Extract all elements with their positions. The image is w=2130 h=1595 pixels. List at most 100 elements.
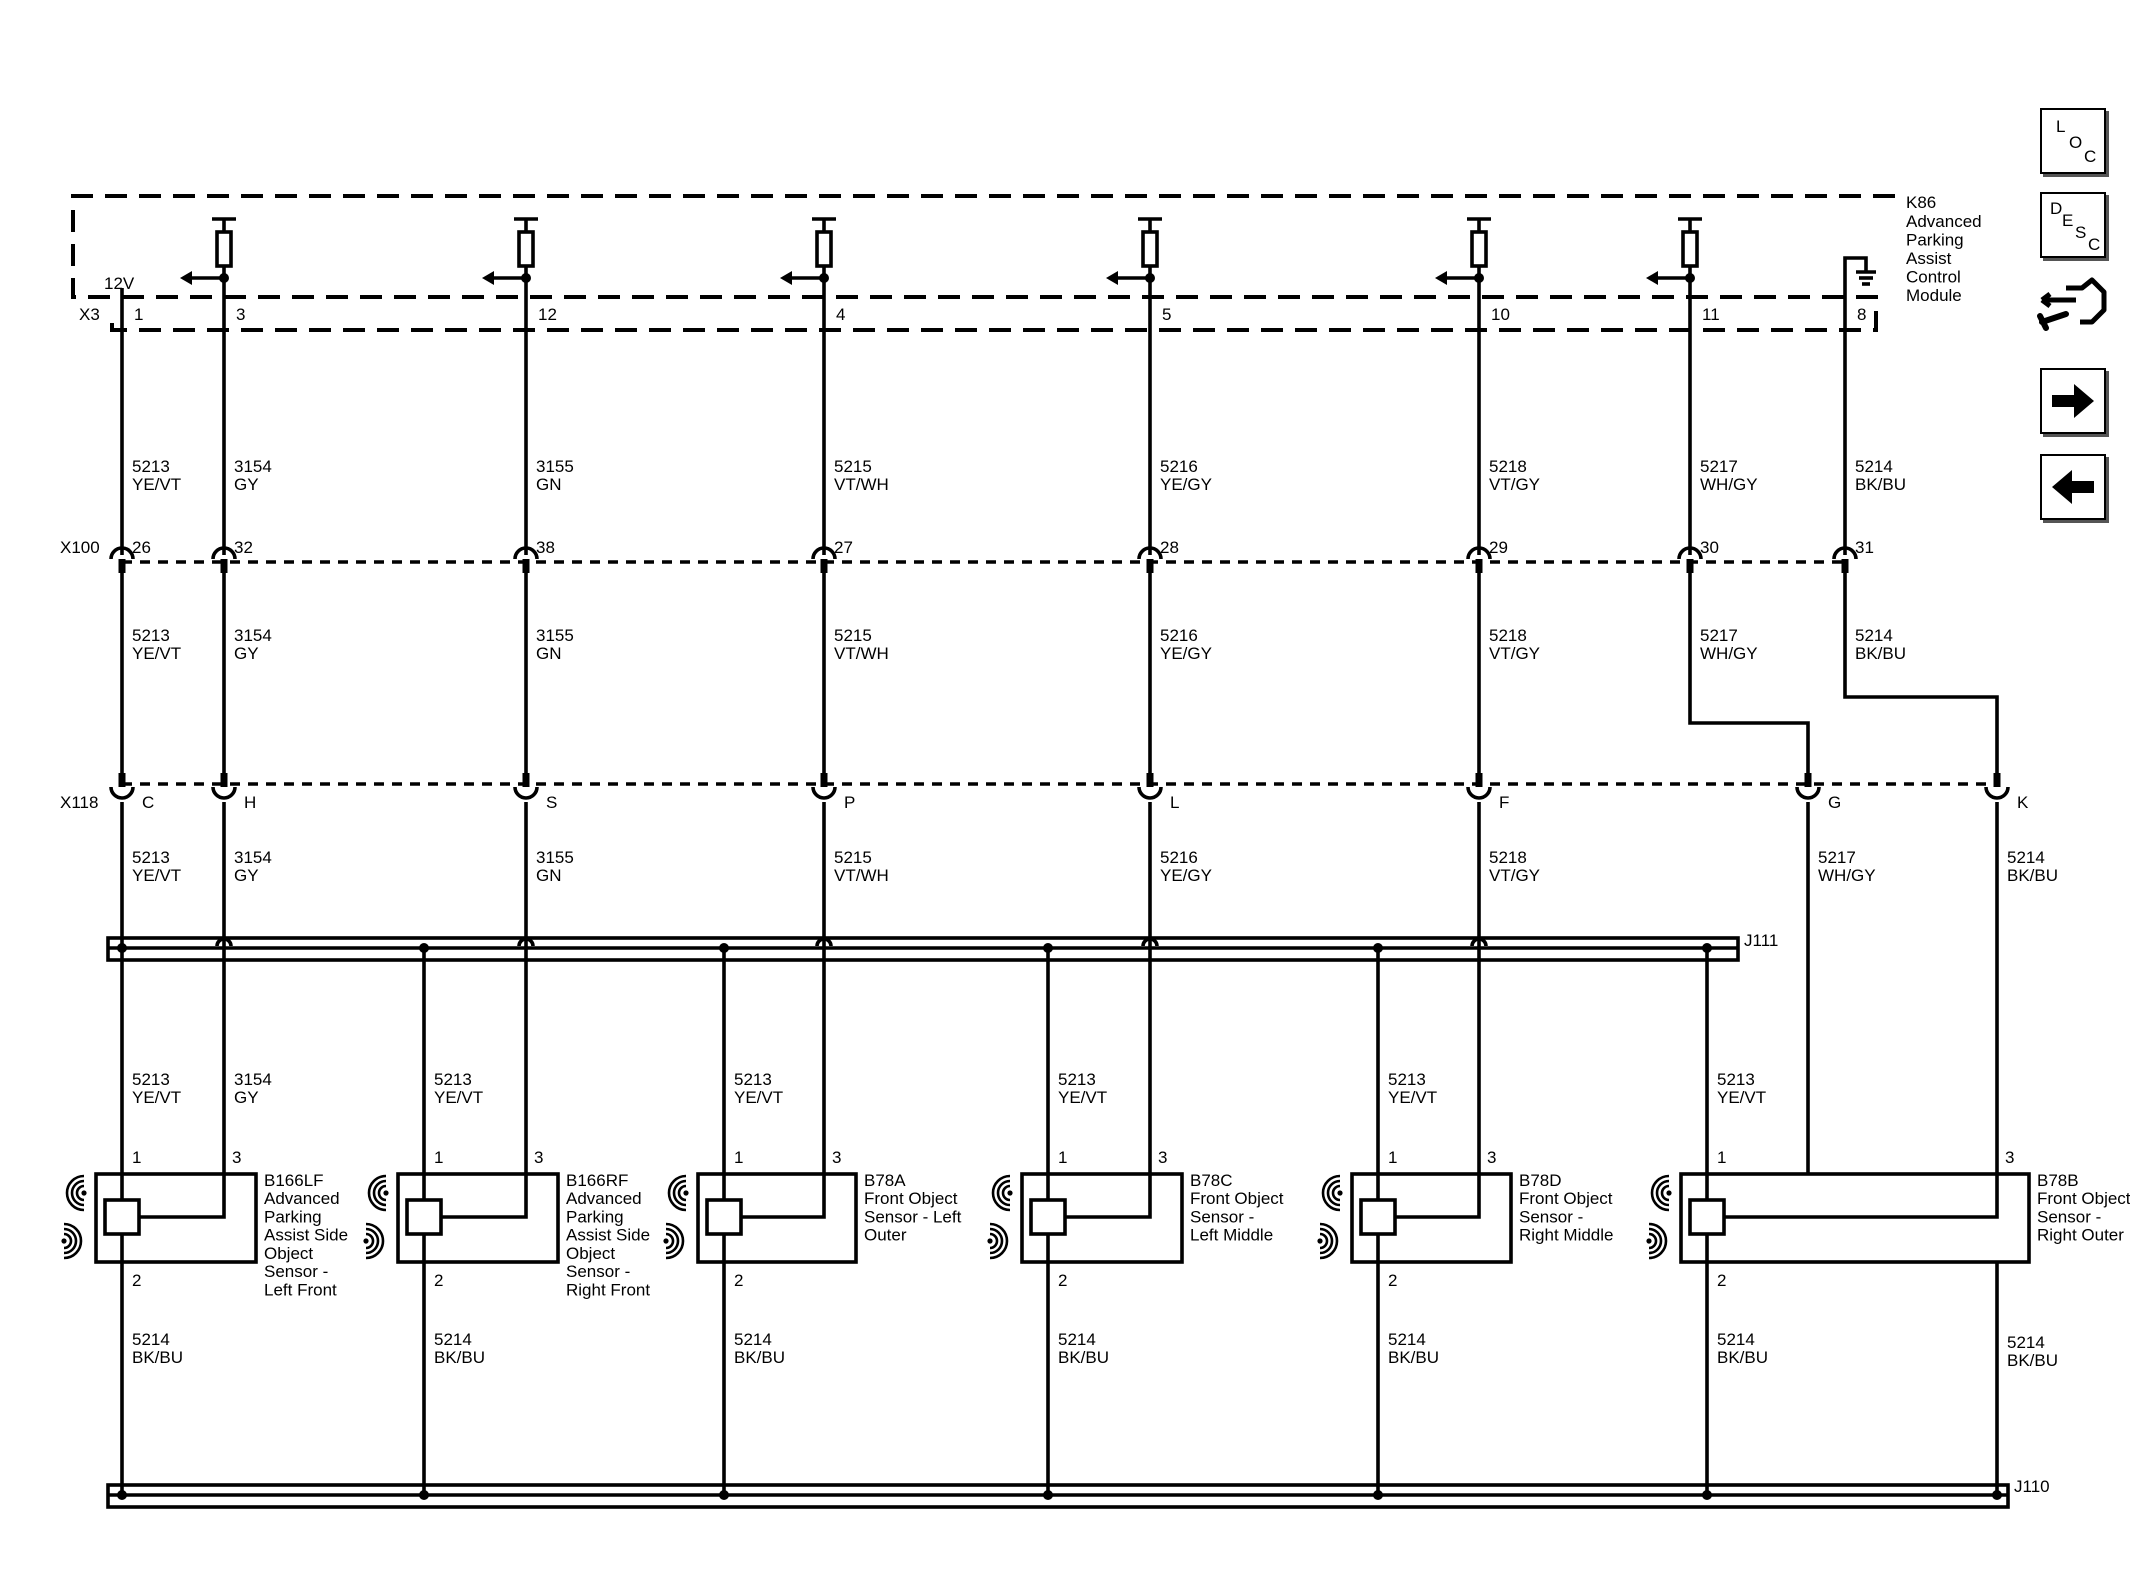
label-layer: K86AdvancedParkingAssistControlModuleX31… xyxy=(60,193,2130,1496)
loc-letter-l: L xyxy=(2056,117,2066,136)
wire-color-label: GY xyxy=(234,866,259,885)
connector-pin-socket xyxy=(811,786,837,800)
connector-pin-socket xyxy=(811,546,837,560)
wire-circuit-label: 3154 xyxy=(234,457,272,476)
connector-pin-terminal xyxy=(220,773,228,787)
wire-color-label: BK/BU xyxy=(132,1348,183,1367)
ultrasonic-wave-icon xyxy=(372,1179,387,1207)
wire-circuit-label: 5216 xyxy=(1160,457,1198,476)
ultrasonic-wave-icon xyxy=(81,1190,87,1196)
ultrasonic-wave-icon xyxy=(677,1184,687,1202)
x3-pin-c5218: 10 xyxy=(1491,305,1510,324)
ultrasonic-wave-icon xyxy=(1648,1232,1658,1250)
sensor-ref: B166LF xyxy=(264,1171,324,1190)
wire-circuit-label: 5214 xyxy=(1855,457,1893,476)
wire-circuit-label: 3154 xyxy=(234,848,272,867)
x118-pin-c5213: C xyxy=(142,793,154,812)
connector-pin-terminal xyxy=(820,773,828,787)
ultrasonic-wave-icon xyxy=(1319,1227,1334,1255)
wire-circuit-label: 5213 xyxy=(132,1070,170,1089)
wire-circuit-label: 5213 xyxy=(132,848,170,867)
sensor-name-line: Right Middle xyxy=(1519,1226,1614,1245)
j110-splice-dot xyxy=(419,1490,429,1500)
wire-color-label: VT/GY xyxy=(1489,644,1540,663)
connector-pin-socket xyxy=(1984,786,2010,800)
desc-letter-c: C xyxy=(2088,235,2101,254)
j110-splice-dot xyxy=(1702,1490,1712,1500)
resistor-body xyxy=(1681,230,1699,268)
ultrasonic-wave-icon xyxy=(1655,1179,1670,1207)
ultrasonic-wave-icon xyxy=(1666,1190,1672,1196)
x118-pin-c5215: P xyxy=(844,793,855,812)
wire-circuit-label: 3155 xyxy=(536,848,574,867)
ultrasonic-wave-icon xyxy=(1648,1222,1668,1260)
ultrasonic-wave-icon xyxy=(367,1174,387,1212)
module-name-line: Control xyxy=(1906,268,1961,287)
ultrasonic-wave-icon xyxy=(991,1174,1011,1212)
sensor-name-line: Object xyxy=(264,1244,313,1263)
j111-splice-dot xyxy=(117,943,127,953)
sensor-element xyxy=(103,1198,141,1236)
sensor-ref: B78A xyxy=(864,1171,906,1190)
wire-color-label: WH/GY xyxy=(1818,866,1876,885)
sensor-pin-signal: 3 xyxy=(832,1148,841,1167)
previous-page-button[interactable] xyxy=(2040,454,2106,520)
connector-pin-socket xyxy=(1137,546,1163,560)
wire-circuit-label: 5218 xyxy=(1489,457,1527,476)
ultrasonic-wave-icon xyxy=(665,1222,685,1260)
ultrasonic-wave-icon xyxy=(1648,1227,1663,1255)
sensor-element xyxy=(1359,1198,1397,1236)
ultrasonic-wave-icon xyxy=(1650,1174,1670,1212)
x118-pin-c5214: K xyxy=(2017,793,2029,812)
ultrasonic-wave-icon xyxy=(70,1179,85,1207)
x100-pin-c5216: 28 xyxy=(1160,538,1179,557)
wire-crossover xyxy=(815,937,833,947)
wire-circuit-label: 5214 xyxy=(734,1330,772,1349)
connector-pin-socket xyxy=(1466,546,1492,560)
resistor-node xyxy=(1474,273,1484,283)
x118-pin-c5216: L xyxy=(1170,793,1179,812)
j111-label: J111 xyxy=(1744,931,1778,950)
connector-tool-button[interactable] xyxy=(2036,272,2110,334)
ground-lead xyxy=(1843,256,1868,296)
ultrasonic-wave-icon xyxy=(1001,1184,1011,1202)
next-page-button[interactable] xyxy=(2040,368,2106,434)
ultrasonic-wave-icon xyxy=(989,1232,999,1250)
connector-pin-terminal xyxy=(220,559,228,573)
loc-button[interactable]: L O C xyxy=(2040,108,2106,174)
j111-splice-dot xyxy=(1373,943,1383,953)
ultrasonic-wave-icon xyxy=(1317,1238,1323,1244)
sensor-pin-supply: 1 xyxy=(1388,1148,1397,1167)
sensor-name-line: Assist Side xyxy=(566,1226,650,1245)
wire-color-label: WH/GY xyxy=(1700,644,1758,663)
sensor-pin-ground: 2 xyxy=(434,1271,443,1290)
x3-pin-c5216: 5 xyxy=(1162,305,1171,324)
connector-pin-terminal xyxy=(1475,559,1483,573)
loc-letter-c: C xyxy=(2084,147,2097,166)
connector-pin-terminal xyxy=(118,559,126,573)
connector-pin-terminal xyxy=(1993,773,2001,787)
j110-label: J110 xyxy=(2014,1477,2050,1496)
ultrasonic-wave-icon xyxy=(667,1174,687,1212)
wire-color-label: YE/GY xyxy=(1160,644,1212,663)
ultrasonic-wave-icon xyxy=(63,1227,78,1255)
wire-crossover xyxy=(215,937,233,947)
ultrasonic-wave-icon xyxy=(365,1232,375,1250)
sensor-name-line: Outer xyxy=(864,1226,907,1245)
wire-circuit-label: 3155 xyxy=(536,457,574,476)
ultrasonic-wave-icon xyxy=(365,1222,385,1260)
resistor-node xyxy=(1685,273,1695,283)
wire-color-label: VT/WH xyxy=(834,475,889,494)
sensor-signal-lead xyxy=(139,1174,226,1219)
sensor-name-line: Right Outer xyxy=(2037,1226,2124,1245)
sensor-pin-ground: 2 xyxy=(1388,1271,1397,1290)
ultrasonic-wave-icon xyxy=(1007,1190,1013,1196)
j110-splice-dot xyxy=(117,1490,127,1500)
wire-circuit-label: 5213 xyxy=(132,457,170,476)
desc-button[interactable]: D E S C xyxy=(2040,192,2106,258)
x118-connector-label: X118 xyxy=(60,793,98,812)
connector-pin-socket xyxy=(1677,546,1703,560)
wire-circuit-label: 5217 xyxy=(1700,457,1738,476)
signal-arrow-head xyxy=(1435,271,1447,285)
